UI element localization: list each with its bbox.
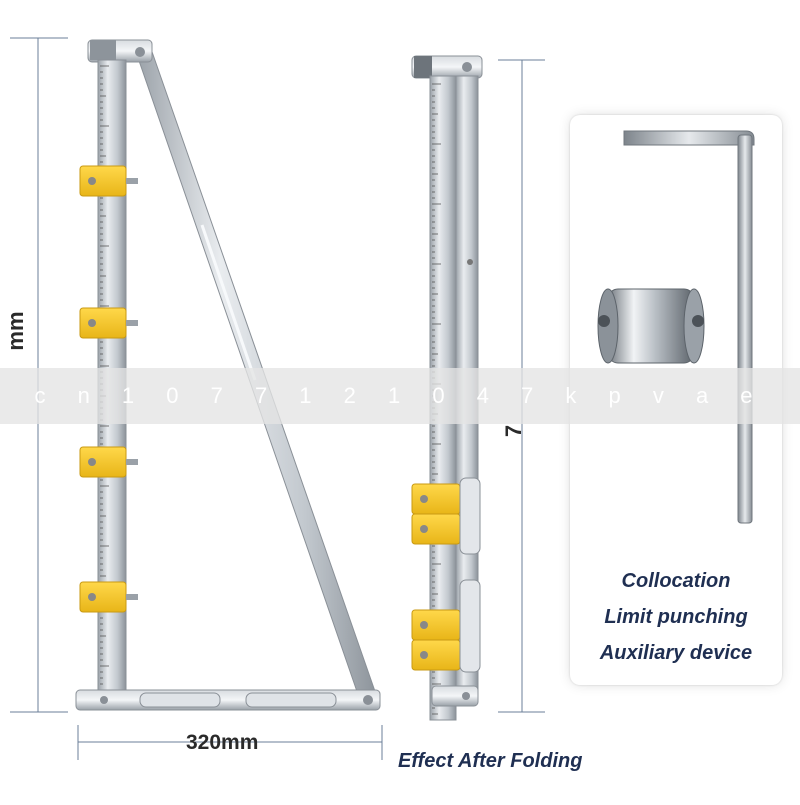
accessory-line-3: Auxiliary device	[599, 642, 753, 664]
height-dimension-label: mm	[3, 311, 28, 351]
accessories-text: Collocation Limit punching Auxiliary dev…	[570, 563, 782, 671]
accessories-illustration	[597, 130, 755, 524]
watermark-text: c n 1 0 7 7 1 2 1 0 4 7 k p v a e	[34, 383, 766, 408]
folded-yellow-blocks	[411, 483, 461, 671]
accessory-line-1: Collocation	[621, 570, 731, 592]
folded-height-dimension-label: 7	[501, 424, 527, 438]
watermark-band: c n 1 0 7 7 1 2 1 0 4 7 k p v a e	[0, 368, 800, 424]
allen-key-icon	[623, 130, 755, 524]
width-dimension-line	[77, 725, 383, 760]
drill-stop-collar-icon	[597, 288, 705, 364]
yellow-drill-guide-blocks	[79, 165, 138, 613]
folding-caption: Effect After Folding	[398, 750, 583, 772]
accessory-line-2: Limit punching	[604, 606, 748, 628]
width-dimension-label: 320mm	[186, 731, 259, 754]
